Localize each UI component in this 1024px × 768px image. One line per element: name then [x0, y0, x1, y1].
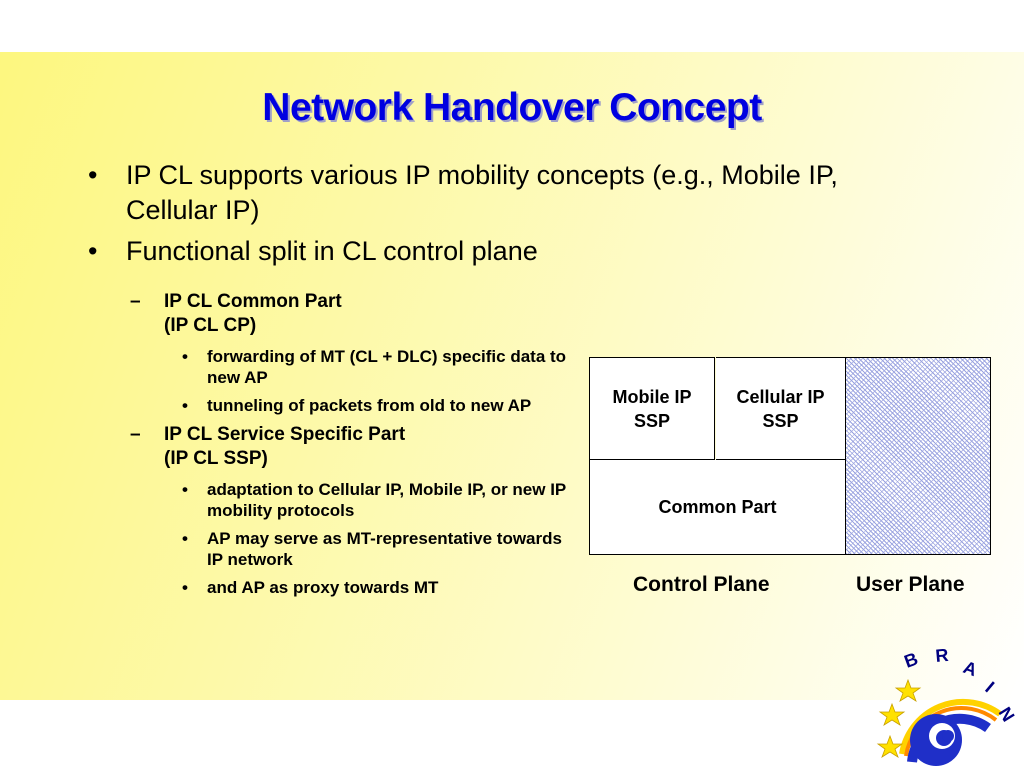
item-marker: • — [182, 347, 188, 366]
bullet-text: IP CL supports various IP mobility conce… — [126, 160, 838, 225]
logo-letter-i: I — [981, 678, 998, 697]
plane-diagram: Mobile IP SSP Cellular IP SSP Common Par… — [589, 357, 991, 555]
star-icon — [894, 678, 922, 702]
bullet-text: Functional split in CL control plane — [126, 236, 538, 266]
sub-bullet-list: – IP CL Common Part (IP CL CP) • forward… — [130, 290, 570, 605]
sub-item-text: AP may serve as MT-representative toward… — [207, 529, 562, 569]
bullet-marker: • — [88, 160, 98, 190]
bullet-marker: • — [88, 236, 98, 266]
star-icon — [878, 702, 906, 726]
item-marker: • — [182, 396, 188, 415]
common-part-label: Common Part — [658, 496, 777, 517]
bullet-item: • Functional split in CL control plane — [88, 234, 908, 269]
user-plane-label: User Plane — [856, 573, 965, 596]
sub-item-text: forwarding of MT (CL + DLC) specific dat… — [207, 347, 567, 387]
dash-marker: – — [130, 424, 141, 445]
sub-item: • forwarding of MT (CL + DLC) specific d… — [130, 346, 570, 388]
sub-item: • and AP as proxy towards MT — [130, 577, 570, 598]
logo-letter-b: B — [902, 649, 921, 672]
main-bullet-list: • IP CL supports various IP mobility con… — [88, 158, 908, 275]
logo-letter-n: N — [995, 704, 1019, 726]
logo-letter-r: R — [935, 645, 950, 666]
subsection-heading: – IP CL Service Specific Part (IP CL SSP… — [130, 423, 570, 471]
sub-item-text: and AP as proxy towards MT — [207, 578, 439, 597]
cellular-ip-ssp-label: SSP — [762, 410, 799, 431]
cellular-ip-ssp-box: Cellular IP SSP — [716, 357, 846, 460]
user-plane-box — [845, 357, 991, 555]
brain-logo: B R A I N — [876, 645, 1019, 766]
subsection-heading: – IP CL Common Part (IP CL CP) — [130, 290, 570, 338]
subsection-abbrev: (IP CL CP) — [164, 315, 257, 336]
subsection-abbrev: (IP CL SSP) — [164, 448, 268, 469]
item-marker: • — [182, 578, 188, 597]
slide-title: Network Handover Concept — [262, 86, 762, 129]
sub-item-text: adaptation to Cellular IP, Mobile IP, or… — [207, 480, 566, 520]
mobile-ip-ssp-label: SSP — [633, 410, 670, 431]
item-marker: • — [182, 529, 188, 548]
sub-item: • adaptation to Cellular IP, Mobile IP, … — [130, 479, 570, 521]
logo-yellow-arc — [899, 698, 1002, 755]
bullet-item: • IP CL supports various IP mobility con… — [88, 158, 908, 228]
cellular-ip-label: Cellular IP — [736, 386, 825, 407]
star-icon — [876, 734, 904, 758]
logo-small-dot — [942, 730, 954, 742]
sub-item: • tunneling of packets from old to new A… — [130, 395, 570, 416]
mobile-ip-ssp-box: Mobile IP SSP — [589, 357, 715, 460]
common-part-box: Common Part — [589, 460, 846, 555]
logo-letter-a: A — [961, 657, 980, 680]
mobile-ip-label: Mobile IP — [612, 386, 692, 407]
subsection-title: IP CL Common Part — [164, 291, 342, 312]
subsection-title: IP CL Service Specific Part — [164, 424, 406, 445]
item-marker: • — [182, 480, 188, 499]
sub-item-text: tunneling of packets from old to new AP — [207, 396, 532, 415]
dash-marker: – — [130, 291, 141, 312]
sub-item: • AP may serve as MT-representative towa… — [130, 528, 570, 570]
control-plane-label: Control Plane — [633, 573, 770, 596]
